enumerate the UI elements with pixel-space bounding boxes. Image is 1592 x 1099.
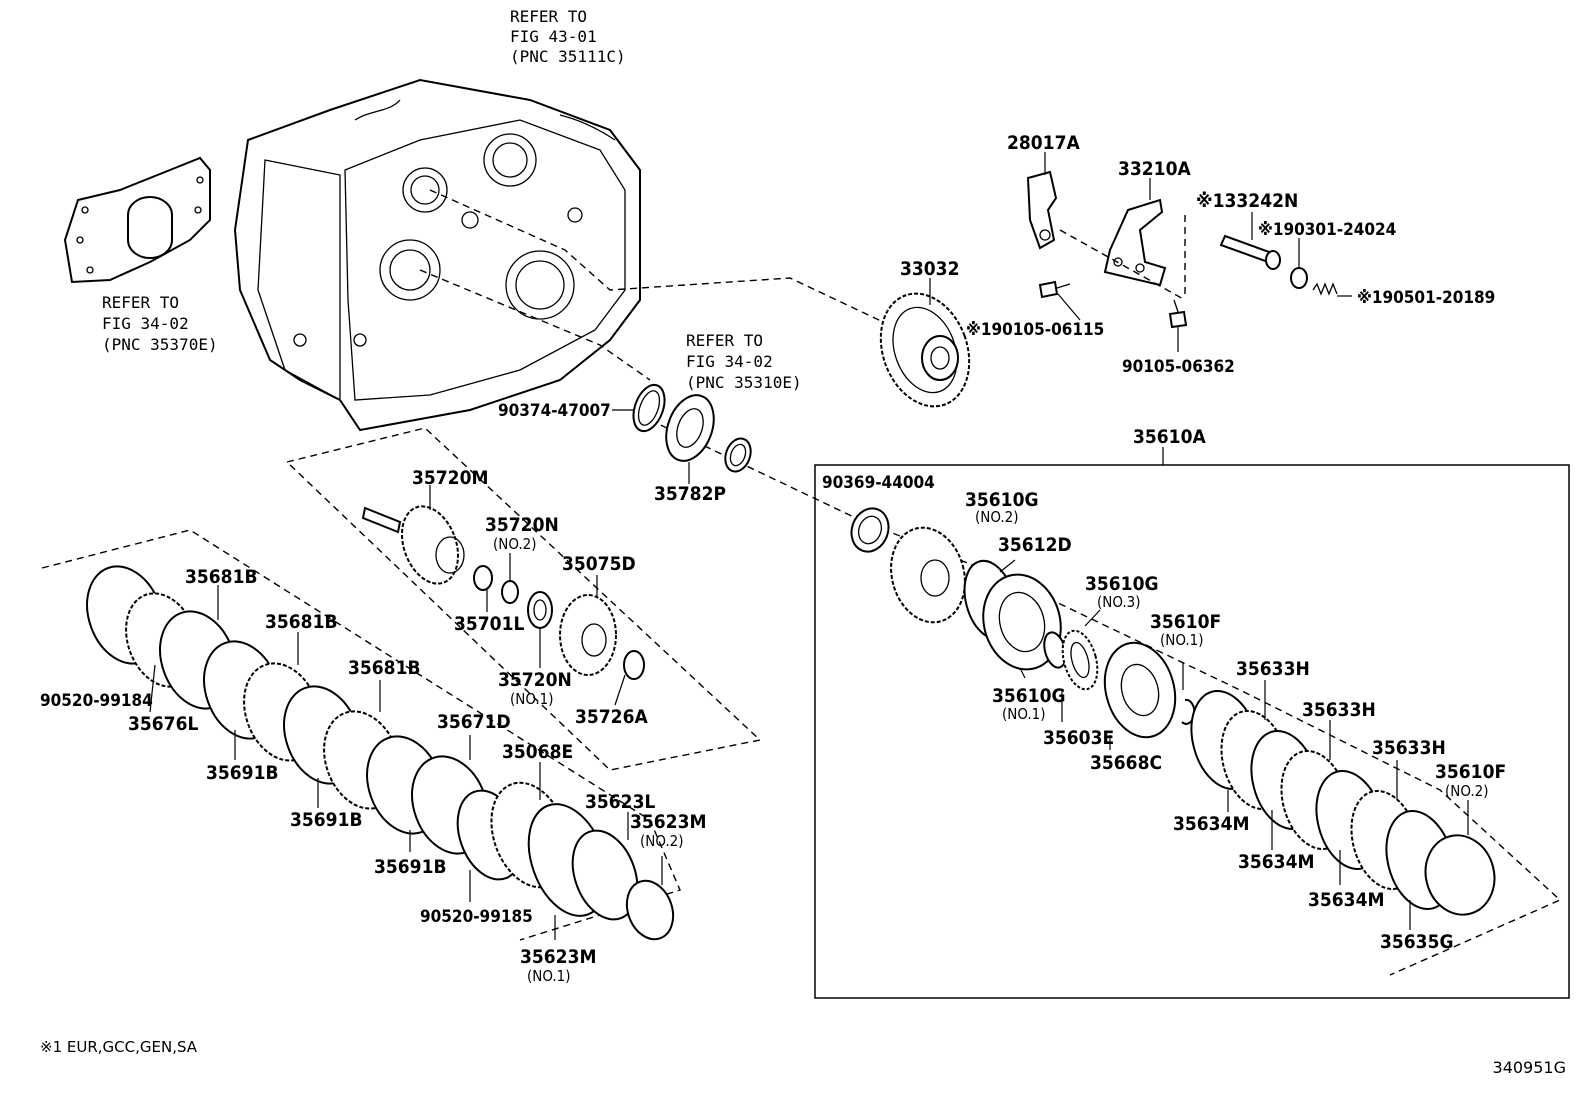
label-35720N-no1: 35720N	[498, 669, 572, 691]
ref-case-line2: FIG 43-01	[510, 27, 597, 46]
side-cover	[63, 156, 211, 284]
label-35633H-1: 35633H	[1236, 658, 1310, 680]
label-35691B-1: 35691B	[206, 762, 279, 784]
label-35610A: 35610A	[1133, 426, 1206, 448]
label-35603E: 35603E	[1043, 727, 1114, 749]
sub-35610G-no2: (NO.2)	[975, 508, 1019, 526]
label-35635G: 35635G	[1380, 931, 1454, 953]
ref-note-seal: REFER TO FIG 34-02 (PNC 35310E)	[686, 331, 802, 392]
bolt-90105-06115	[1038, 280, 1071, 299]
label-35633H-2: 35633H	[1302, 699, 1376, 721]
bearing-35726A	[623, 650, 645, 680]
label-35068E: 35068E	[502, 741, 573, 763]
label-28017A: 28017A	[1007, 132, 1080, 154]
carrier-35720M	[361, 505, 465, 585]
ref-note-case: REFER TO FIG 43-01 (PNC 35111C)	[510, 7, 626, 66]
bolt-90105-06362	[1168, 299, 1188, 329]
label-90374-47007: 90374-47007	[498, 401, 611, 421]
gear-33032	[879, 292, 971, 408]
label-35610F-no1: 35610F	[1150, 611, 1221, 633]
label-90369-44004: 90369-44004	[822, 473, 935, 493]
label-90520-99185: 90520-99185	[420, 907, 533, 927]
label-90501-20189: ※190501-20189	[1357, 288, 1495, 308]
retainer-35668C	[1103, 641, 1177, 739]
ref-seal-line3: (PNC 35310E)	[686, 373, 802, 392]
label-90105-06362: 90105-06362	[1122, 357, 1235, 377]
drum-35610G-no2	[890, 526, 966, 624]
label-90105-06115: ※190105-06115	[966, 320, 1104, 340]
ref-note-left-cover: REFER TO FIG 34-02 (PNC 35370E)	[102, 293, 218, 354]
label-35701L: 35701L	[454, 613, 524, 635]
washer-35720N-no2	[473, 565, 493, 591]
footnote: ※1 EUR,GCC,GEN,SA	[40, 1038, 198, 1056]
seal-35310E	[724, 437, 752, 473]
label-35676L: 35676L	[128, 713, 198, 735]
label-35633H-3: 35633H	[1372, 737, 1446, 759]
washer-35720N-no1	[527, 591, 553, 629]
label-90520-99184: 90520-99184	[40, 691, 153, 711]
label-35612D: 35612D	[998, 534, 1072, 556]
label-35681B-2: 35681B	[265, 611, 338, 633]
sun-gear-35075D	[559, 594, 617, 676]
sub-35610F-no2: (NO.2)	[1445, 782, 1489, 800]
ref-seal-line2: FIG 34-02	[686, 352, 773, 371]
ref-case-line1: REFER TO	[510, 7, 587, 26]
ref-seal-line1: REFER TO	[686, 331, 763, 350]
sub-35720N-no2: (NO.2)	[493, 535, 537, 553]
label-35634M-2: 35634M	[1238, 851, 1314, 873]
figure-code: 340951G	[1492, 1058, 1566, 1077]
ref-left-line1: REFER TO	[102, 293, 179, 312]
transaxle-case	[233, 78, 641, 432]
label-35720M: 35720M	[412, 467, 488, 489]
sub-35623M-no1: (NO.1)	[527, 967, 571, 985]
label-35691B-3: 35691B	[374, 856, 447, 878]
bearing-90369	[850, 507, 890, 553]
label-35075D: 35075D	[562, 553, 636, 575]
label-35634M-3: 35634M	[1308, 889, 1384, 911]
label-35668C: 35668C	[1090, 752, 1162, 774]
bearing-35782P	[665, 394, 715, 462]
shaft-33242N	[1219, 234, 1281, 270]
label-35782P: 35782P	[654, 483, 726, 505]
label-35634M-1: 35634M	[1173, 813, 1249, 835]
label-33242N: ※133242N	[1196, 190, 1298, 212]
sub-35720N-no1: (NO.1)	[510, 690, 554, 708]
label-35610F-no2: 35610F	[1435, 761, 1506, 783]
sub-35623M-no2: (NO.2)	[640, 832, 684, 850]
label-33032: 33032	[900, 258, 959, 280]
o-ring-90301	[1290, 267, 1308, 289]
label-35726A: 35726A	[575, 706, 648, 728]
spring-35603E	[1061, 629, 1099, 691]
clutch-pack-left	[86, 565, 675, 941]
label-35681B-3: 35681B	[348, 657, 421, 679]
ref-case-line3: (PNC 35111C)	[510, 47, 626, 66]
label-35610G-no1: 35610G	[992, 685, 1066, 707]
piston-35612D	[982, 573, 1062, 671]
label-35671D: 35671D	[437, 711, 511, 733]
label-35623M-no1: 35623M	[520, 946, 596, 968]
ref-left-line3: (PNC 35370E)	[102, 335, 218, 354]
sub-35610G-no1: (NO.1)	[1002, 705, 1046, 723]
label-35691B-2: 35691B	[290, 809, 363, 831]
label-35720N-no2: 35720N	[485, 514, 559, 536]
assembly-box-35610A	[814, 464, 1570, 999]
label-35623M-no2: 35623M	[630, 811, 706, 833]
sub-35610G-no3: (NO.3)	[1097, 593, 1141, 611]
bracket-33210A	[1103, 198, 1167, 287]
ref-left-line2: FIG 34-02	[102, 314, 189, 333]
bearing-35701L	[501, 580, 519, 604]
spring-90501	[1312, 282, 1338, 296]
label-35681B-1: 35681B	[185, 566, 258, 588]
oil-seal-90374	[632, 383, 666, 433]
label-35623L: 35623L	[585, 791, 655, 813]
label-35610G-no2: 35610G	[965, 489, 1039, 511]
clutch-pack-right	[1190, 689, 1496, 916]
label-90301-24024: ※190301-24024	[1258, 220, 1396, 240]
sub-35610F-no1: (NO.1)	[1160, 631, 1204, 649]
label-35610G-no3: 35610G	[1085, 573, 1159, 595]
parking-pawl-28017A	[1026, 170, 1058, 250]
label-33210A: 33210A	[1118, 158, 1191, 180]
